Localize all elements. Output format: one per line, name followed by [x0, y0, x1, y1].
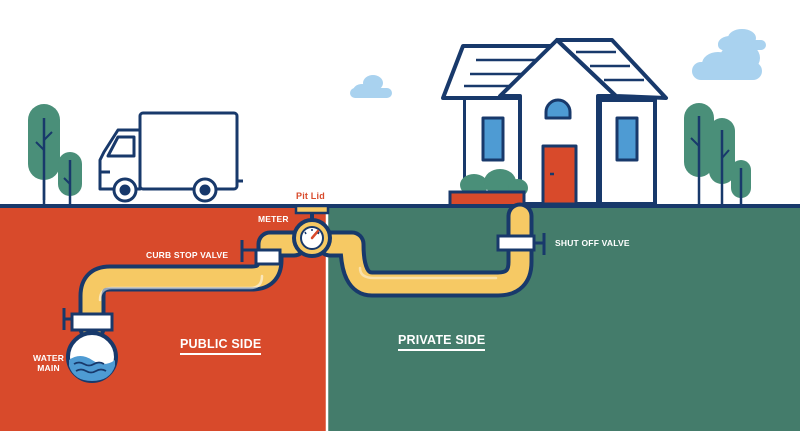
public-side-label: PUBLIC SIDE: [180, 337, 262, 355]
tree-icon: [684, 103, 714, 206]
private-side-ground: [327, 206, 800, 431]
tree-icon: [709, 118, 735, 206]
shut-off-valve-label: SHUT OFF VALVE: [555, 238, 630, 248]
water-main-icon: [66, 312, 118, 383]
curb-stop-valve-label: CURB STOP VALVE: [146, 250, 229, 260]
cloud-icon: [350, 75, 392, 98]
cloud-icon: [692, 29, 766, 80]
private-side-label: PRIVATE SIDE: [398, 333, 486, 351]
truck-icon: [98, 111, 243, 203]
meter-label: METER: [258, 214, 289, 224]
curb-stop-valve-icon: [240, 240, 282, 266]
shrub-icon: [448, 169, 528, 208]
water-meter-icon: [292, 204, 332, 258]
water-main-valve-icon: [62, 308, 72, 330]
pit-lid-label: Pit Lid: [296, 191, 325, 201]
water-main-label-line2: MAIN: [37, 363, 60, 373]
tree-icon: [28, 104, 60, 206]
water-main-label-line1: WATER: [33, 353, 65, 363]
tree-icon: [731, 160, 751, 206]
water-main-label: WATER MAIN: [33, 353, 64, 373]
tree-icon: [58, 152, 82, 204]
shut-off-valve-icon: [496, 233, 546, 255]
